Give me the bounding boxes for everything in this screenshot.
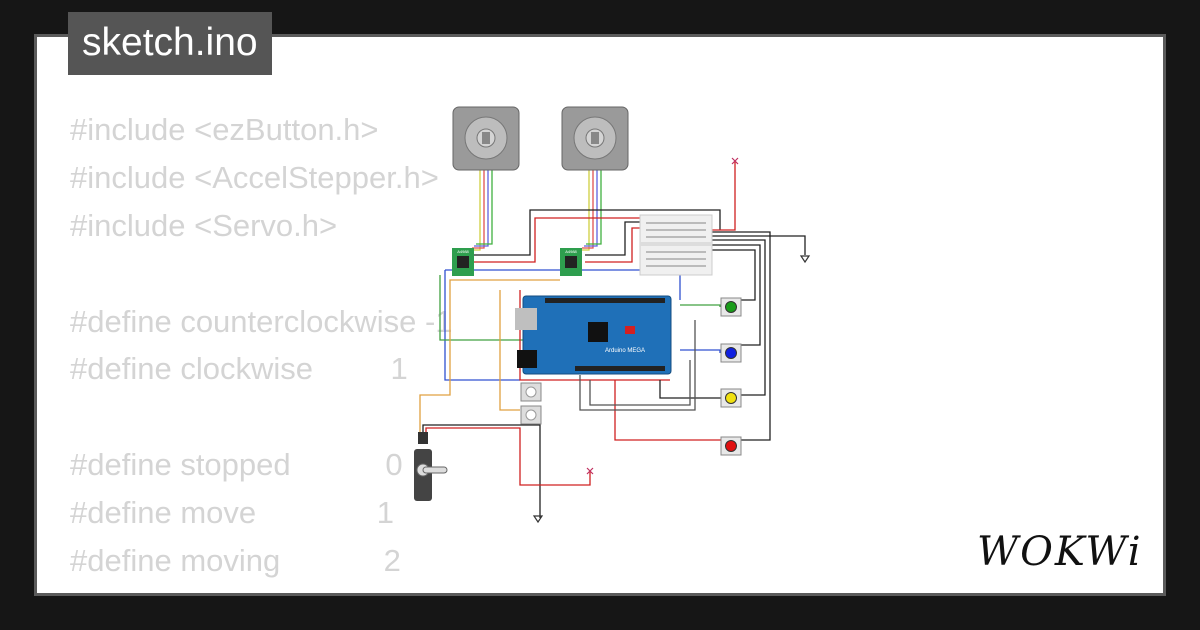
- stepper-driver-right: A4988: [560, 248, 582, 276]
- pushbutton-small-1: [520, 382, 542, 402]
- servo-motor: [414, 432, 448, 501]
- code-preview: #include <ezButton.h> #include <AccelStep…: [70, 106, 528, 593]
- power-symbols: [586, 157, 739, 475]
- code-line: #define maxmotorToSearchPos 3: [70, 585, 528, 593]
- ground-symbols: [532, 255, 811, 524]
- code-line: #define clockwise 1: [70, 351, 408, 387]
- code-line: #define move 1: [70, 495, 394, 531]
- pushbutton-small-2: [520, 405, 542, 425]
- stepper-motor-right: [561, 106, 629, 171]
- pushbutton-blue: [720, 343, 742, 363]
- circuit-diagram: A4988 A4988 Arduino MEGA: [414, 106, 811, 524]
- driver-label-right: A4988: [565, 249, 577, 254]
- code-line: #define stopped 0: [70, 447, 403, 483]
- wires: [419, 162, 806, 518]
- stepper-driver-left: A4988: [452, 248, 474, 276]
- file-tab[interactable]: sketch.ino: [68, 12, 272, 75]
- code-line: #define moving 2: [70, 543, 401, 579]
- code-line: #include <AccelStepper.h>: [70, 159, 439, 195]
- board-label: Arduino MEGA: [605, 348, 645, 354]
- pushbutton-yellow: [720, 388, 742, 408]
- driver-label-left: A4988: [457, 249, 469, 254]
- arduino-mega: Arduino MEGA: [515, 295, 672, 375]
- code-line: #include <ezButton.h>: [70, 112, 379, 147]
- pushbutton-green: [720, 297, 742, 317]
- pushbutton-red: [720, 436, 742, 456]
- code-line: #define counterclockwise -1: [70, 303, 453, 339]
- wokwi-logo-text: WOKWi: [977, 529, 1143, 575]
- code-line: #include <Servo.h>: [70, 207, 338, 243]
- breadboard: [639, 214, 713, 276]
- stepper-motor-left: [452, 106, 520, 171]
- wokwi-logo: WOKWi: [977, 529, 1143, 575]
